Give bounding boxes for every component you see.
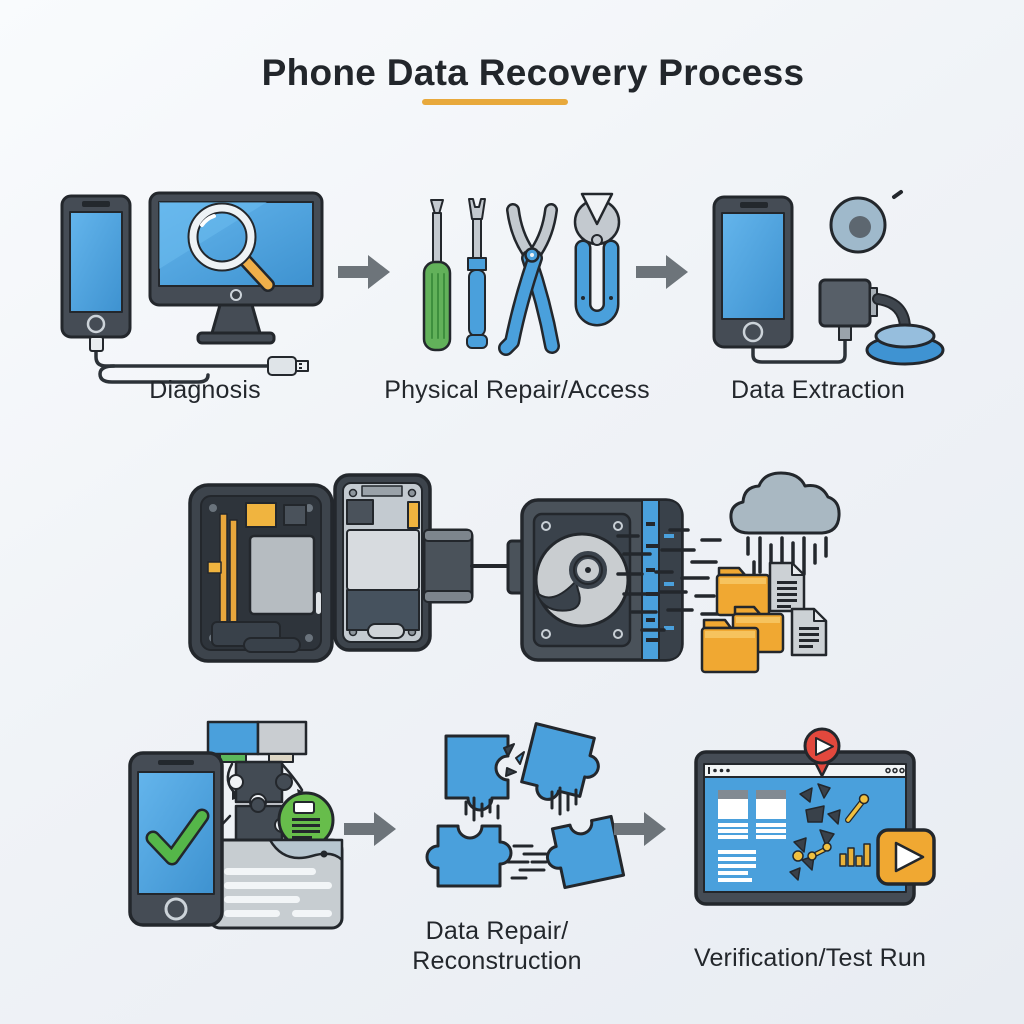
- data-stream-icon: [616, 528, 722, 632]
- horizontal-data-dashes: [506, 844, 548, 880]
- page-title: Phone Data Recovery Process: [261, 52, 805, 93]
- verification-illustration: [694, 727, 936, 906]
- content-card: [756, 790, 786, 839]
- arrow-right-icon: [636, 255, 688, 289]
- folder: [700, 618, 760, 674]
- chip: [245, 502, 277, 528]
- home-button: [86, 314, 106, 334]
- wrench-clamp-icon: [573, 192, 621, 327]
- play-button-icon: [876, 828, 936, 886]
- falling-data-dashes: [464, 786, 578, 822]
- play-pin-icon: [803, 727, 841, 778]
- suction-cup-icon: [865, 323, 945, 366]
- browser-window-icon: [694, 750, 916, 906]
- puzzle-piece: [444, 734, 510, 812]
- diagnosis-illustration: [60, 191, 324, 384]
- repair-tools-illustration: [422, 192, 621, 356]
- folders-icon: [700, 566, 785, 674]
- usb-plug-icon: [267, 356, 309, 376]
- cable: [751, 337, 847, 364]
- spudger-icon: [466, 198, 488, 349]
- usb-cable-icon: [94, 345, 270, 384]
- stage-label-data-extraction: Data Extraction: [731, 376, 905, 404]
- log-card-icon: [208, 838, 344, 930]
- data-fragments: [789, 783, 841, 881]
- phone-speaker: [82, 201, 110, 207]
- analysis-markers: [792, 793, 871, 867]
- documents-icon: [768, 561, 828, 657]
- home-button: [164, 897, 188, 921]
- magnifier-icon: [187, 202, 275, 292]
- arm-fill: [874, 295, 909, 331]
- stage-label-diagnosis: Diagnosis: [149, 376, 261, 404]
- arrow-right-icon: [344, 812, 396, 846]
- disc-icon: [829, 190, 903, 254]
- monitor-camera: [230, 289, 242, 301]
- browser-toolbar: [703, 763, 907, 778]
- puzzle-piece: [425, 824, 513, 888]
- puzzle-piece: [545, 814, 626, 890]
- phone-checkmark-icon: [128, 751, 224, 927]
- shard-fragments: [503, 743, 525, 777]
- stage-label-line1: Data Repair/: [425, 917, 569, 945]
- bar-chart-icon: [839, 843, 871, 867]
- smartphone-icon: [60, 194, 132, 352]
- battery: [346, 529, 420, 591]
- content-card: [718, 790, 748, 839]
- stage-label-line2: Reconstruction: [412, 947, 582, 975]
- battery: [248, 534, 316, 616]
- puzzle-reconstruction-illustration: [425, 722, 626, 890]
- opened-phone-adapter-icon: [333, 473, 474, 652]
- stage-label-physical-repair: Physical Repair/Access: [384, 376, 650, 404]
- phone-screen: [721, 212, 785, 320]
- text-lines: [718, 850, 756, 882]
- title-underline: [422, 99, 568, 105]
- data-extraction-illustration: [712, 190, 945, 366]
- stage-label-data-repair: Data Repair/ Reconstruction: [412, 916, 582, 976]
- arrow-right-icon: [338, 255, 390, 289]
- stage-label-verification: Verification/Test Run: [693, 944, 927, 972]
- opened-phone-internals-icon: [188, 483, 334, 663]
- screwdriver-icon: [422, 199, 452, 352]
- adapter-box-icon: [818, 278, 878, 341]
- hard-drive-icon: [506, 498, 684, 662]
- arrow-right-icon: [614, 812, 666, 846]
- phone-screen: [69, 211, 123, 313]
- disassembly-transfer-illustration: [188, 471, 841, 674]
- puzzle-piece: [520, 722, 600, 801]
- smartphone-icon: [712, 195, 794, 349]
- document: [768, 561, 806, 613]
- pliers-icon: [498, 203, 560, 356]
- verified-phone-illustration: [128, 720, 344, 930]
- document: [790, 607, 828, 657]
- home-button: [742, 321, 764, 343]
